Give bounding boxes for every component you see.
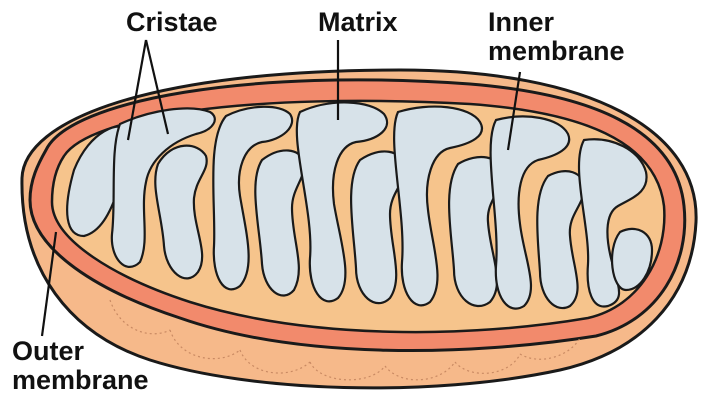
- matrix-label: Matrix: [318, 8, 398, 37]
- inner-membrane-label: Inner membrane: [488, 8, 625, 66]
- outer-membrane-label: Outer membrane: [12, 337, 149, 395]
- outer-membrane-label-line-1: Outer: [12, 337, 149, 366]
- inner-membrane-label-line-2: membrane: [488, 37, 625, 66]
- cristae-label: Cristae: [126, 8, 218, 37]
- inner-membrane-label-line-1: Inner: [488, 8, 625, 37]
- outer-membrane-label-line-2: membrane: [12, 366, 149, 395]
